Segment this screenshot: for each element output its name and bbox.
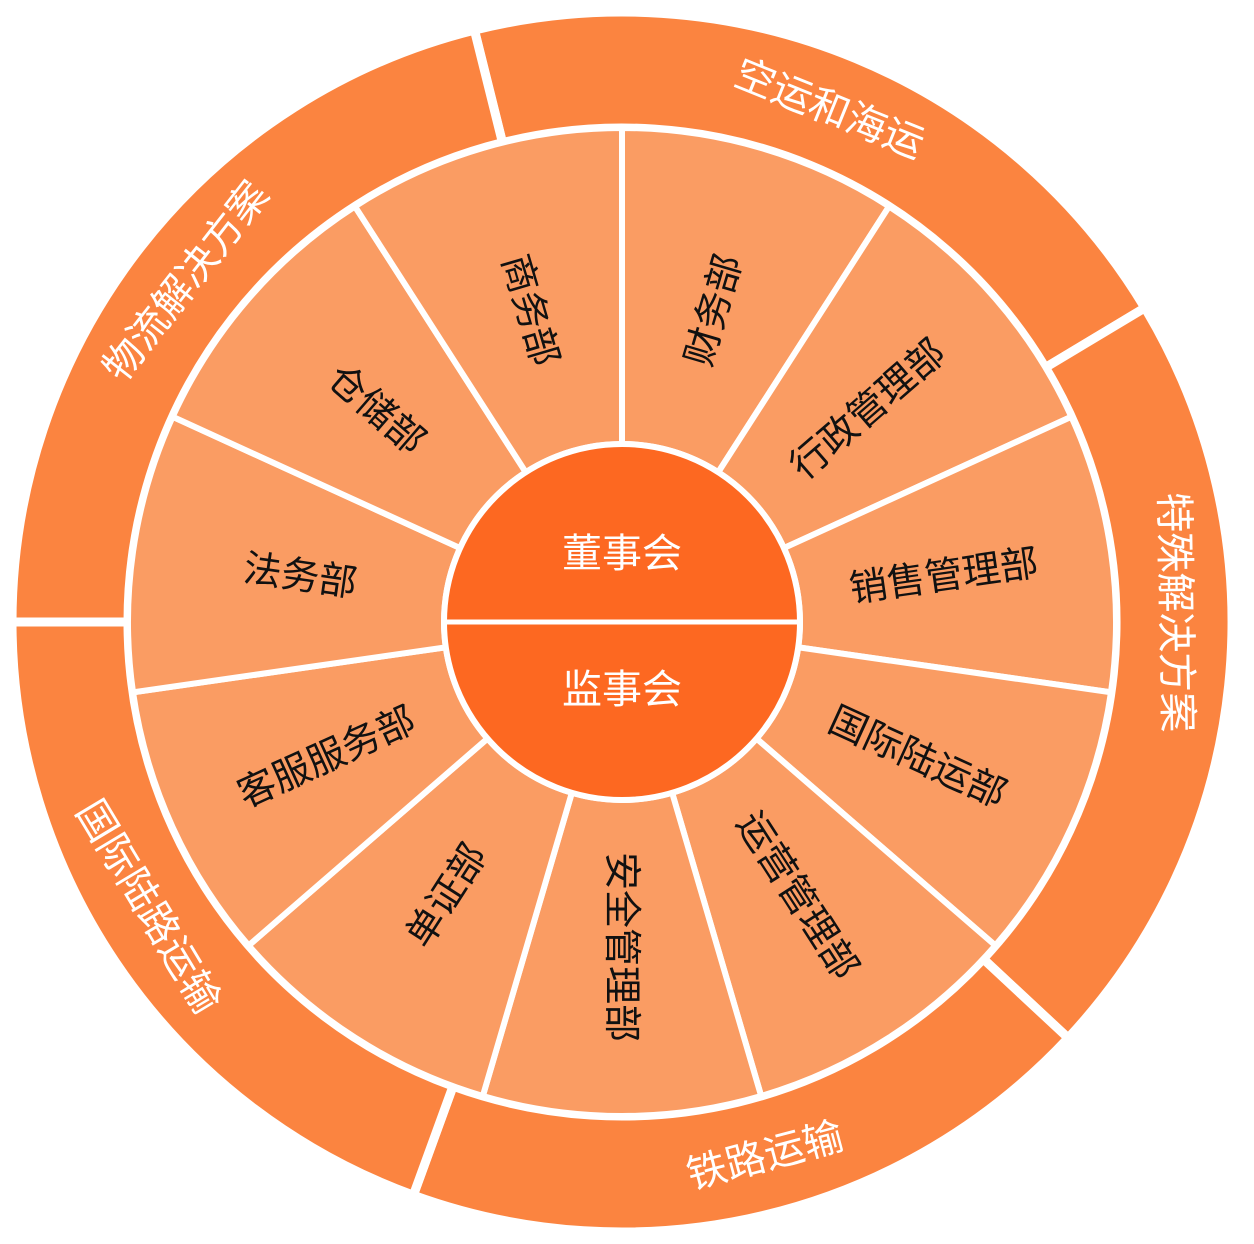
board-of-directors-label: 董事会: [562, 531, 682, 577]
department-ring: 财务部行政管理部销售管理部国际陆运部运营管理部安全管理部单证部客服服务部法务部仓…: [125, 124, 1119, 1120]
ring-segment-special-solutions-label: 特殊解决方案: [1150, 492, 1200, 733]
outer-border: [11, 11, 1233, 1233]
dept-safety-management-label: 安全管理部: [600, 852, 644, 1042]
core-bottom-half: [444, 622, 800, 800]
board-of-supervisors-label: 监事会: [562, 667, 682, 713]
core-top-half: [444, 444, 800, 622]
